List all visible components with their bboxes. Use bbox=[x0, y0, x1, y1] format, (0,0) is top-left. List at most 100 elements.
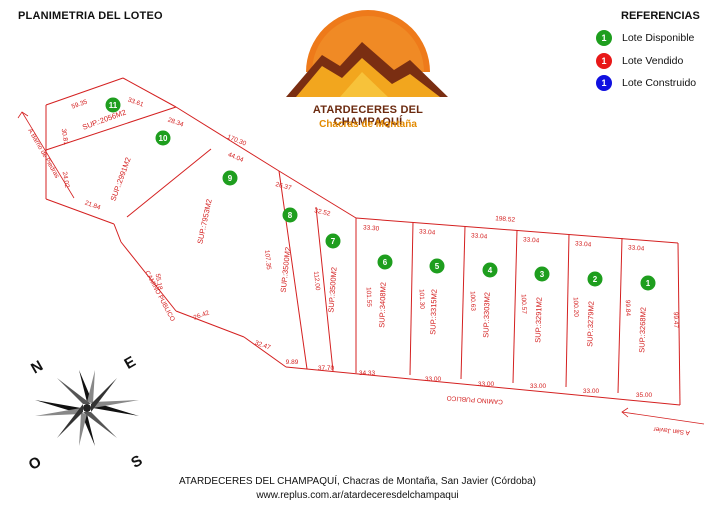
lot-marker-circle[interactable] bbox=[429, 258, 445, 274]
lot-marker-4[interactable]: 4 bbox=[482, 262, 498, 278]
lot-marker-7[interactable]: 7 bbox=[325, 233, 341, 249]
lot-boundary-line bbox=[278, 170, 357, 219]
legend-item-available: 1 Lote Disponible bbox=[596, 30, 694, 46]
lot-marker-circle[interactable] bbox=[482, 262, 498, 278]
lot-boundary-line bbox=[460, 225, 466, 380]
lot-marker-11[interactable]: 11 bbox=[105, 97, 121, 113]
lot-area-label: SUP.:3315M2 bbox=[428, 289, 439, 335]
lot-marker-circle[interactable] bbox=[534, 266, 550, 282]
compass-o: O bbox=[26, 453, 45, 474]
lot-area-label: SUP.:3500M2 bbox=[279, 247, 293, 293]
compass-rose: N E S O bbox=[26, 353, 146, 474]
page-title: PLANIMETRIA DEL LOTEO bbox=[18, 10, 163, 22]
lot-marker-2[interactable]: 2 bbox=[587, 271, 603, 287]
lot-markers[interactable]: 11 10 9 8 7 6 5 4 3 2 1 bbox=[105, 97, 656, 291]
legend-label: Lote Disponible bbox=[622, 32, 695, 44]
lot-marker-circle[interactable] bbox=[640, 275, 656, 291]
dimension-label: 30.81 bbox=[60, 128, 70, 146]
footer-address: ATARDECERES DEL CHAMPAQUÍ, Chacras de Mo… bbox=[179, 476, 536, 487]
lot-boundary-line bbox=[175, 310, 245, 338]
dimension-label: 33.00 bbox=[478, 381, 495, 388]
dimension-label: 33.00 bbox=[425, 376, 442, 383]
dimension-label: 59.35 bbox=[71, 98, 89, 110]
lot-area-label: SUP.:7953M2 bbox=[195, 198, 213, 245]
lot-boundary-line bbox=[512, 229, 518, 384]
lot-area-label: SUP.:3279M2 bbox=[585, 301, 596, 347]
dimension-label: 33.04 bbox=[419, 228, 436, 236]
lot-boundary-line bbox=[126, 148, 212, 218]
lot-area-label: SUP.:2056M2 bbox=[81, 108, 127, 132]
lot-marker-6[interactable]: 6 bbox=[377, 254, 393, 270]
dimension-label: 33.04 bbox=[575, 240, 592, 248]
lot-boundary-line bbox=[45, 77, 124, 106]
lot-marker-circle[interactable] bbox=[587, 271, 603, 287]
lot-marker-5[interactable]: 5 bbox=[429, 258, 445, 274]
compass-s: S bbox=[128, 452, 145, 472]
lot-number: 4 bbox=[488, 266, 493, 275]
dimension-label: 170.30 bbox=[226, 134, 247, 148]
lot-marker-3[interactable]: 3 bbox=[534, 266, 550, 282]
lot-boundary-line bbox=[278, 170, 308, 370]
lot-marker-circle[interactable] bbox=[222, 170, 238, 186]
road-label: A San Javier bbox=[652, 425, 690, 436]
lot-number: 3 bbox=[540, 270, 545, 279]
lot-marker-circle[interactable] bbox=[155, 130, 171, 146]
lot-marker-circle[interactable] bbox=[105, 97, 121, 113]
dimension-label: 198.52 bbox=[495, 215, 516, 223]
lot-area-label: SUP.:2991M2 bbox=[109, 156, 133, 202]
lot-number: 7 bbox=[331, 237, 336, 246]
lot-boundary-line bbox=[120, 241, 177, 312]
lot-marker-1[interactable]: 1 bbox=[640, 275, 656, 291]
road-label: CAMINO PUBLICO bbox=[446, 394, 503, 405]
lot-boundary-line bbox=[45, 106, 177, 151]
dimension-label: 101.55 bbox=[365, 287, 373, 307]
dimension-label: 99.47 bbox=[672, 312, 680, 329]
dimension-label: 33.04 bbox=[471, 232, 488, 240]
dimension-label: 101.30 bbox=[418, 289, 426, 309]
road-label: A Barrio de Piedras bbox=[26, 128, 60, 181]
brand-logo bbox=[286, 10, 448, 97]
dimension-label: 100.57 bbox=[520, 294, 528, 314]
dimension-label: 44.04 bbox=[227, 151, 245, 164]
legend-item-sold: 1 Lote Vendido bbox=[596, 53, 683, 69]
dimension-label: 26.42 bbox=[193, 309, 211, 321]
dimension-label: 28.34 bbox=[167, 117, 185, 129]
lot-number: 5 bbox=[435, 262, 440, 271]
lot-boundary-line bbox=[617, 237, 623, 394]
lot-number: 6 bbox=[383, 258, 388, 267]
legend-badge: 1 bbox=[596, 53, 612, 69]
lot-boundary-line bbox=[409, 221, 414, 376]
dimension-label: 107.35 bbox=[263, 250, 272, 271]
lot-boundary-line bbox=[285, 366, 681, 406]
lot-area-label: SUP.:3303M2 bbox=[481, 292, 492, 338]
dimension-label: 55.18 bbox=[154, 273, 164, 291]
lot-marker-10[interactable]: 10 bbox=[155, 130, 171, 146]
dimension-label: 35.00 bbox=[636, 392, 653, 399]
lot-marker-circle[interactable] bbox=[325, 233, 341, 249]
dimension-label: 33.00 bbox=[530, 383, 547, 390]
dimension-label: 100.63 bbox=[469, 291, 477, 311]
dimension-label: 37.70 bbox=[318, 365, 335, 372]
lot-number: 1 bbox=[646, 279, 651, 288]
dimension-label: 33.30 bbox=[363, 224, 380, 232]
legend-label: Lote Construido bbox=[622, 77, 697, 89]
lot-lines bbox=[45, 77, 681, 406]
lot-boundary-line bbox=[243, 336, 287, 368]
dimension-label: 26.37 bbox=[275, 181, 293, 192]
dimension-label: 21.84 bbox=[84, 200, 102, 212]
lot-marker-circle[interactable] bbox=[377, 254, 393, 270]
lot-area-label: SUP.:3291M2 bbox=[533, 297, 544, 343]
lot-marker-8[interactable]: 8 bbox=[282, 207, 298, 223]
lot-boundary-line bbox=[315, 206, 334, 372]
direction-arrows bbox=[17, 111, 705, 425]
lot-boundary-line bbox=[45, 198, 115, 225]
lot-marker-9[interactable]: 9 bbox=[222, 170, 238, 186]
lot-marker-circle[interactable] bbox=[282, 207, 298, 223]
legend-title: REFERENCIAS bbox=[621, 10, 700, 22]
lot-number: 2 bbox=[593, 275, 598, 284]
dimension-label: 9.89 bbox=[286, 359, 299, 366]
legend-item-built: 1 Lote Construido bbox=[596, 75, 696, 91]
dimension-label: 32.52 bbox=[314, 207, 332, 217]
